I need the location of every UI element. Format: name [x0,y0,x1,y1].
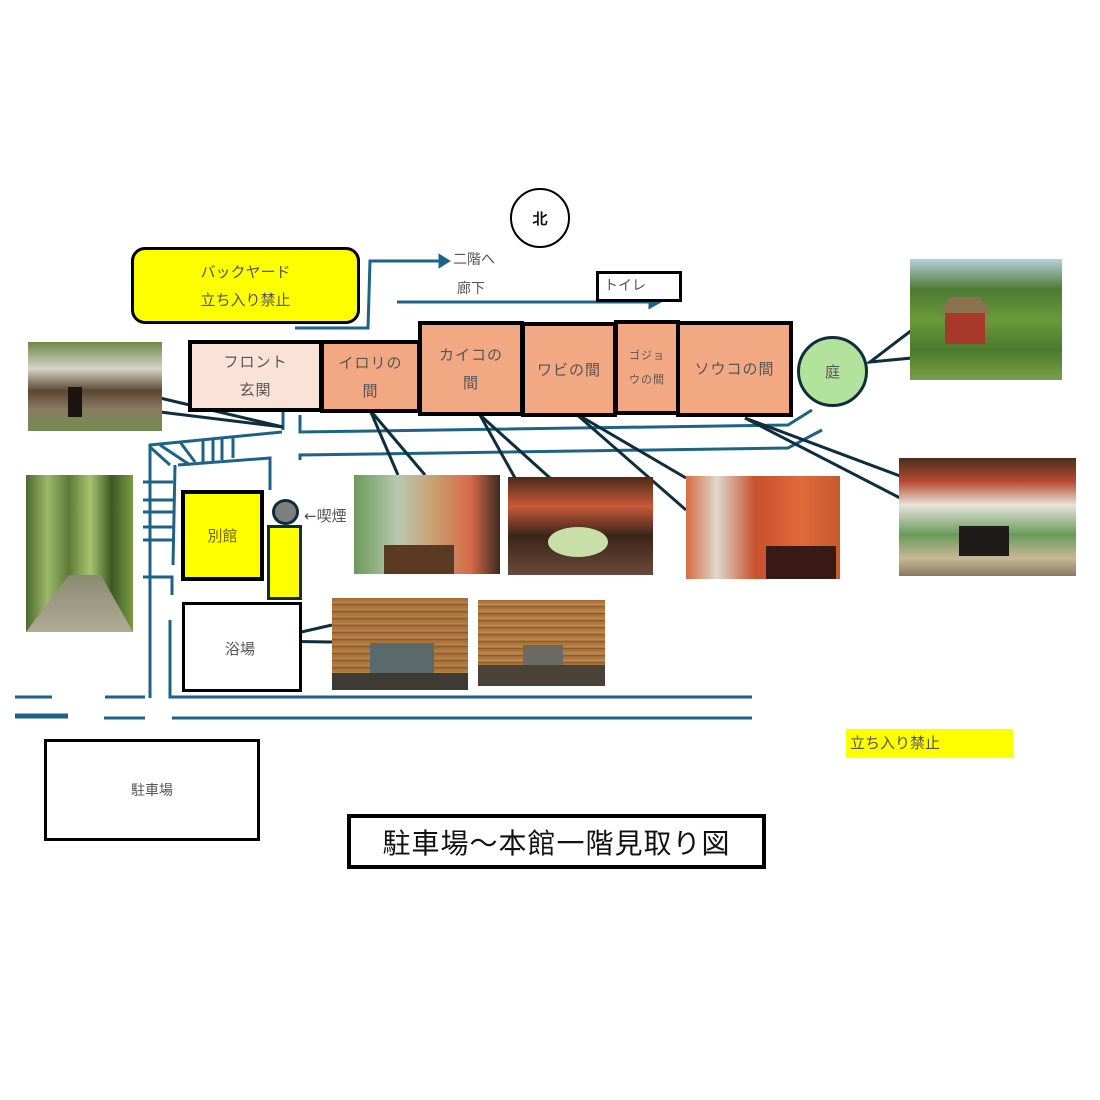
room-gojo: ゴジョ ウの間 [614,320,680,415]
parking-label: 駐車場 [131,783,173,799]
entrance-photo [28,342,162,431]
no-entry-legend: 立ち入り禁止 [846,729,1013,758]
garden-label: 庭 [824,363,840,381]
annex-label: 別館 [207,527,238,545]
kaiko-room-photo [508,477,653,575]
to-second-floor-label: 二階へ [453,252,495,268]
bamboo-path-photo [26,475,133,632]
garden: 庭 [797,336,868,407]
parking-lot: 駐車場 [44,739,260,841]
bath-house [182,602,302,692]
backyard-no-entry: 立ち入り禁止 [200,290,291,309]
annex-building: 別館 [181,490,264,581]
souko-room-photo [899,458,1076,576]
room-kaiko: カイコの 間 [418,321,524,416]
wabi-room-photo [686,476,840,579]
room-wabi: ワビの間 [521,322,617,417]
backyard-restricted-area: バックヤード 立ち入り禁止 [131,247,360,324]
smoking-label: ←喫煙 [304,507,347,525]
backyard-label: バックヤード [200,262,291,281]
bath-photo-1 [332,598,468,690]
map-title: 駐車場〜本館一階見取り図 [347,814,766,869]
room-irori: イロリの 間 [320,340,421,413]
restricted-storage [267,525,302,600]
smoking-area-icon [272,499,299,525]
toilet: トイレ [596,271,682,302]
bath-label: 浴場 [225,640,256,658]
room-souko: ソウコの間 [676,321,793,417]
garden-photo [910,259,1062,380]
compass-label: 北 [532,209,548,228]
north-compass: 北 [510,188,570,248]
irori-room-photo [354,475,500,574]
room-front-entrance: フロント 玄関 [188,340,323,412]
corridor-label: 廊下 [457,281,485,297]
bath-photo-2 [478,600,605,686]
